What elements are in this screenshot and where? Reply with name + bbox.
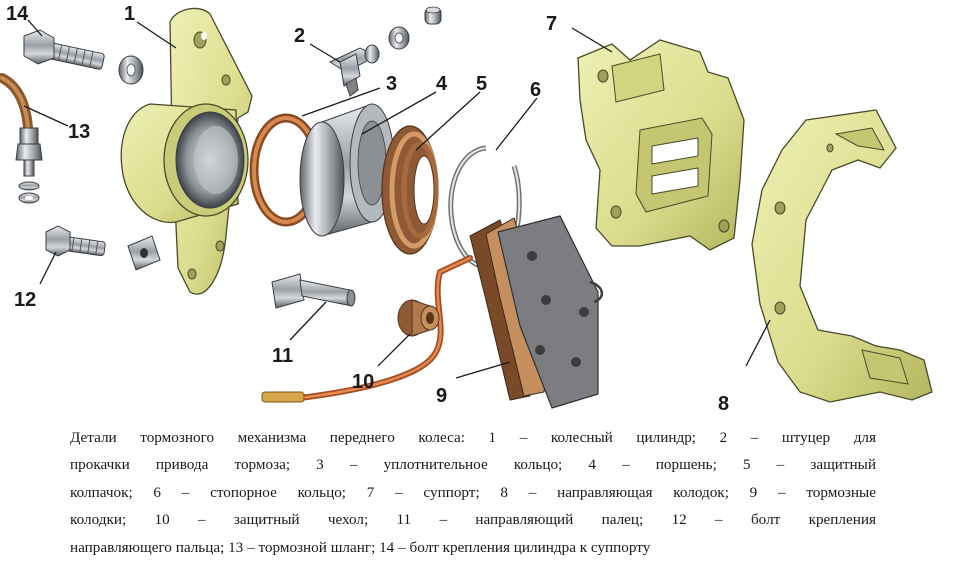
callout-14: 14: [6, 3, 29, 25]
protective-boot-part: [397, 299, 440, 337]
brake-hose-part: [0, 73, 43, 204]
caption-line-2: прокачки привода тормоза; 3 – уплотнител…: [70, 456, 876, 474]
wheel-cylinder-part: [120, 7, 253, 295]
caliper-part: [577, 39, 745, 251]
callout-9: 9: [436, 385, 447, 407]
bleeder-nipple-part: [328, 44, 380, 97]
caption-line-1: Детали тормозного механизма переднего ко…: [70, 429, 876, 446]
caption-line-4: колодки; 10 – защитный чехол; 11 – напра…: [70, 511, 876, 529]
callout-1: 1: [124, 3, 135, 25]
brake-parts-diagram: 14 1 2 3 4 5 6 7 8 9 10 11 12 13: [0, 3, 933, 415]
protective-cap-part: [381, 125, 439, 255]
callout-7: 7: [546, 13, 557, 35]
cylinder-mounting-bolt-part: [23, 29, 105, 70]
washer-part: [118, 55, 144, 85]
callout-6: 6: [530, 79, 541, 101]
callout-numbers: 14 1 2 3 4 5 6 7 8 9 10 11 12 13: [6, 3, 729, 415]
callout-12: 12: [14, 289, 36, 311]
callout-11: 11: [272, 345, 293, 367]
callout-3: 3: [386, 73, 397, 95]
bleeder-cap-part: [388, 6, 442, 50]
callout-13: 13: [68, 121, 90, 143]
guide-pin-bolt-part: [45, 225, 106, 257]
callout-2: 2: [294, 25, 305, 47]
pad-guide-part: [751, 109, 933, 403]
figure-caption: Детали тормозного механизма переднего ко…: [70, 424, 876, 561]
callout-10: 10: [352, 371, 374, 393]
lock-plate-part: [127, 235, 161, 271]
callout-5: 5: [476, 73, 487, 95]
caption-line-3: колпачок; 6 – стопорное кольцо; 7 – супп…: [70, 483, 876, 501]
callout-8: 8: [718, 393, 729, 415]
brake-pads-part: [261, 215, 603, 409]
caption-line-5: направляющего пальца; 13 – тормозной шла…: [70, 538, 651, 556]
callout-4: 4: [436, 73, 448, 95]
leader-lines: [23, 19, 771, 379]
guide-pin-part: [271, 273, 356, 309]
